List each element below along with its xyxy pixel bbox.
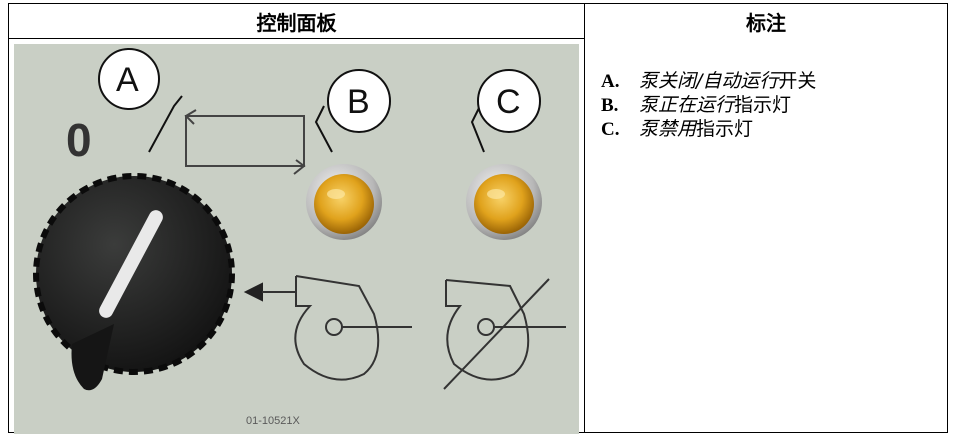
selector-knob (33, 173, 235, 391)
legend-italic-text: 泵正在运行 (639, 94, 735, 116)
column-divider (584, 4, 585, 432)
legend-italic-text: 泵禁用 (639, 118, 697, 140)
legend-letter: C. (601, 119, 620, 140)
pump-running-symbol (243, 275, 412, 381)
legend-letter: A. (601, 71, 620, 92)
legend-item-b: B. 泵正在运行指示灯 (601, 90, 941, 116)
legend-italic-text: 泵关闭/自动运行 (639, 70, 779, 92)
svg-text:B: B (347, 83, 370, 121)
knob-indicator-line (99, 210, 163, 318)
double-arrow-symbol (184, 109, 306, 175)
legend-table: 控制面板 标注 0 A (8, 3, 948, 434)
control-panel-photo: 0 A B C (14, 44, 579, 434)
svg-text:C: C (496, 83, 521, 121)
callout-a: A (98, 48, 183, 153)
photo-code: 01-10521X (246, 415, 300, 427)
control-panel-header: 控制面板 (256, 10, 337, 35)
zero-mark: 0 (66, 114, 92, 166)
svg-text:A: A (116, 61, 139, 99)
callout-b: B (314, 69, 391, 153)
legend-letter: B. (601, 95, 619, 116)
legend-regular-text: 指示灯 (696, 118, 754, 140)
legend-regular-text: 开关 (778, 70, 817, 92)
pump-disabled-symbol (443, 278, 566, 390)
header-divider (9, 38, 584, 39)
legend-item-c: C. 泵禁用指示灯 (601, 114, 941, 140)
legend-list: A. 泵关闭/自动运行开关 B. 泵正在运行指示灯 C. 泵禁用指示灯 (601, 66, 941, 140)
legend-header: 标注 (746, 10, 786, 35)
legend-regular-text: 指示灯 (734, 94, 792, 116)
callout-c: C (470, 69, 541, 153)
legend-item-a: A. 泵关闭/自动运行开关 (601, 66, 941, 92)
running-indicator-light (306, 164, 382, 240)
disabled-indicator-light (466, 164, 542, 240)
